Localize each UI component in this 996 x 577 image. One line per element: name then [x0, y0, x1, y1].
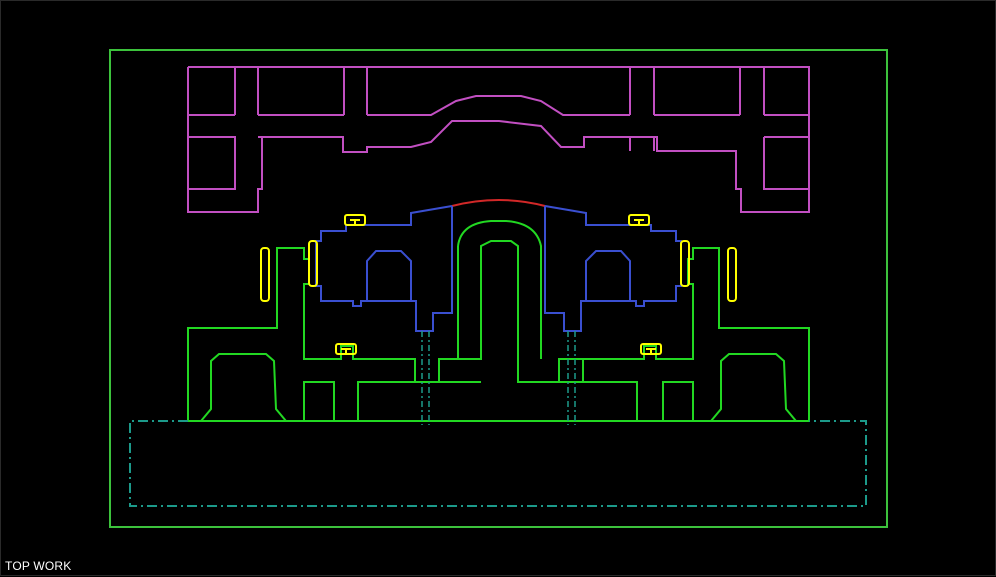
left-slide-insert [315, 205, 453, 332]
ejector-pins [421, 331, 576, 425]
parting-line-curve [451, 199, 546, 207]
outer-frame [109, 49, 888, 528]
base-plate [129, 420, 867, 507]
clamps [260, 214, 737, 355]
right-slide-insert [544, 205, 682, 332]
core-block [187, 220, 810, 422]
upper-plate [187, 66, 810, 213]
view-label: TOP WORK [5, 559, 72, 573]
